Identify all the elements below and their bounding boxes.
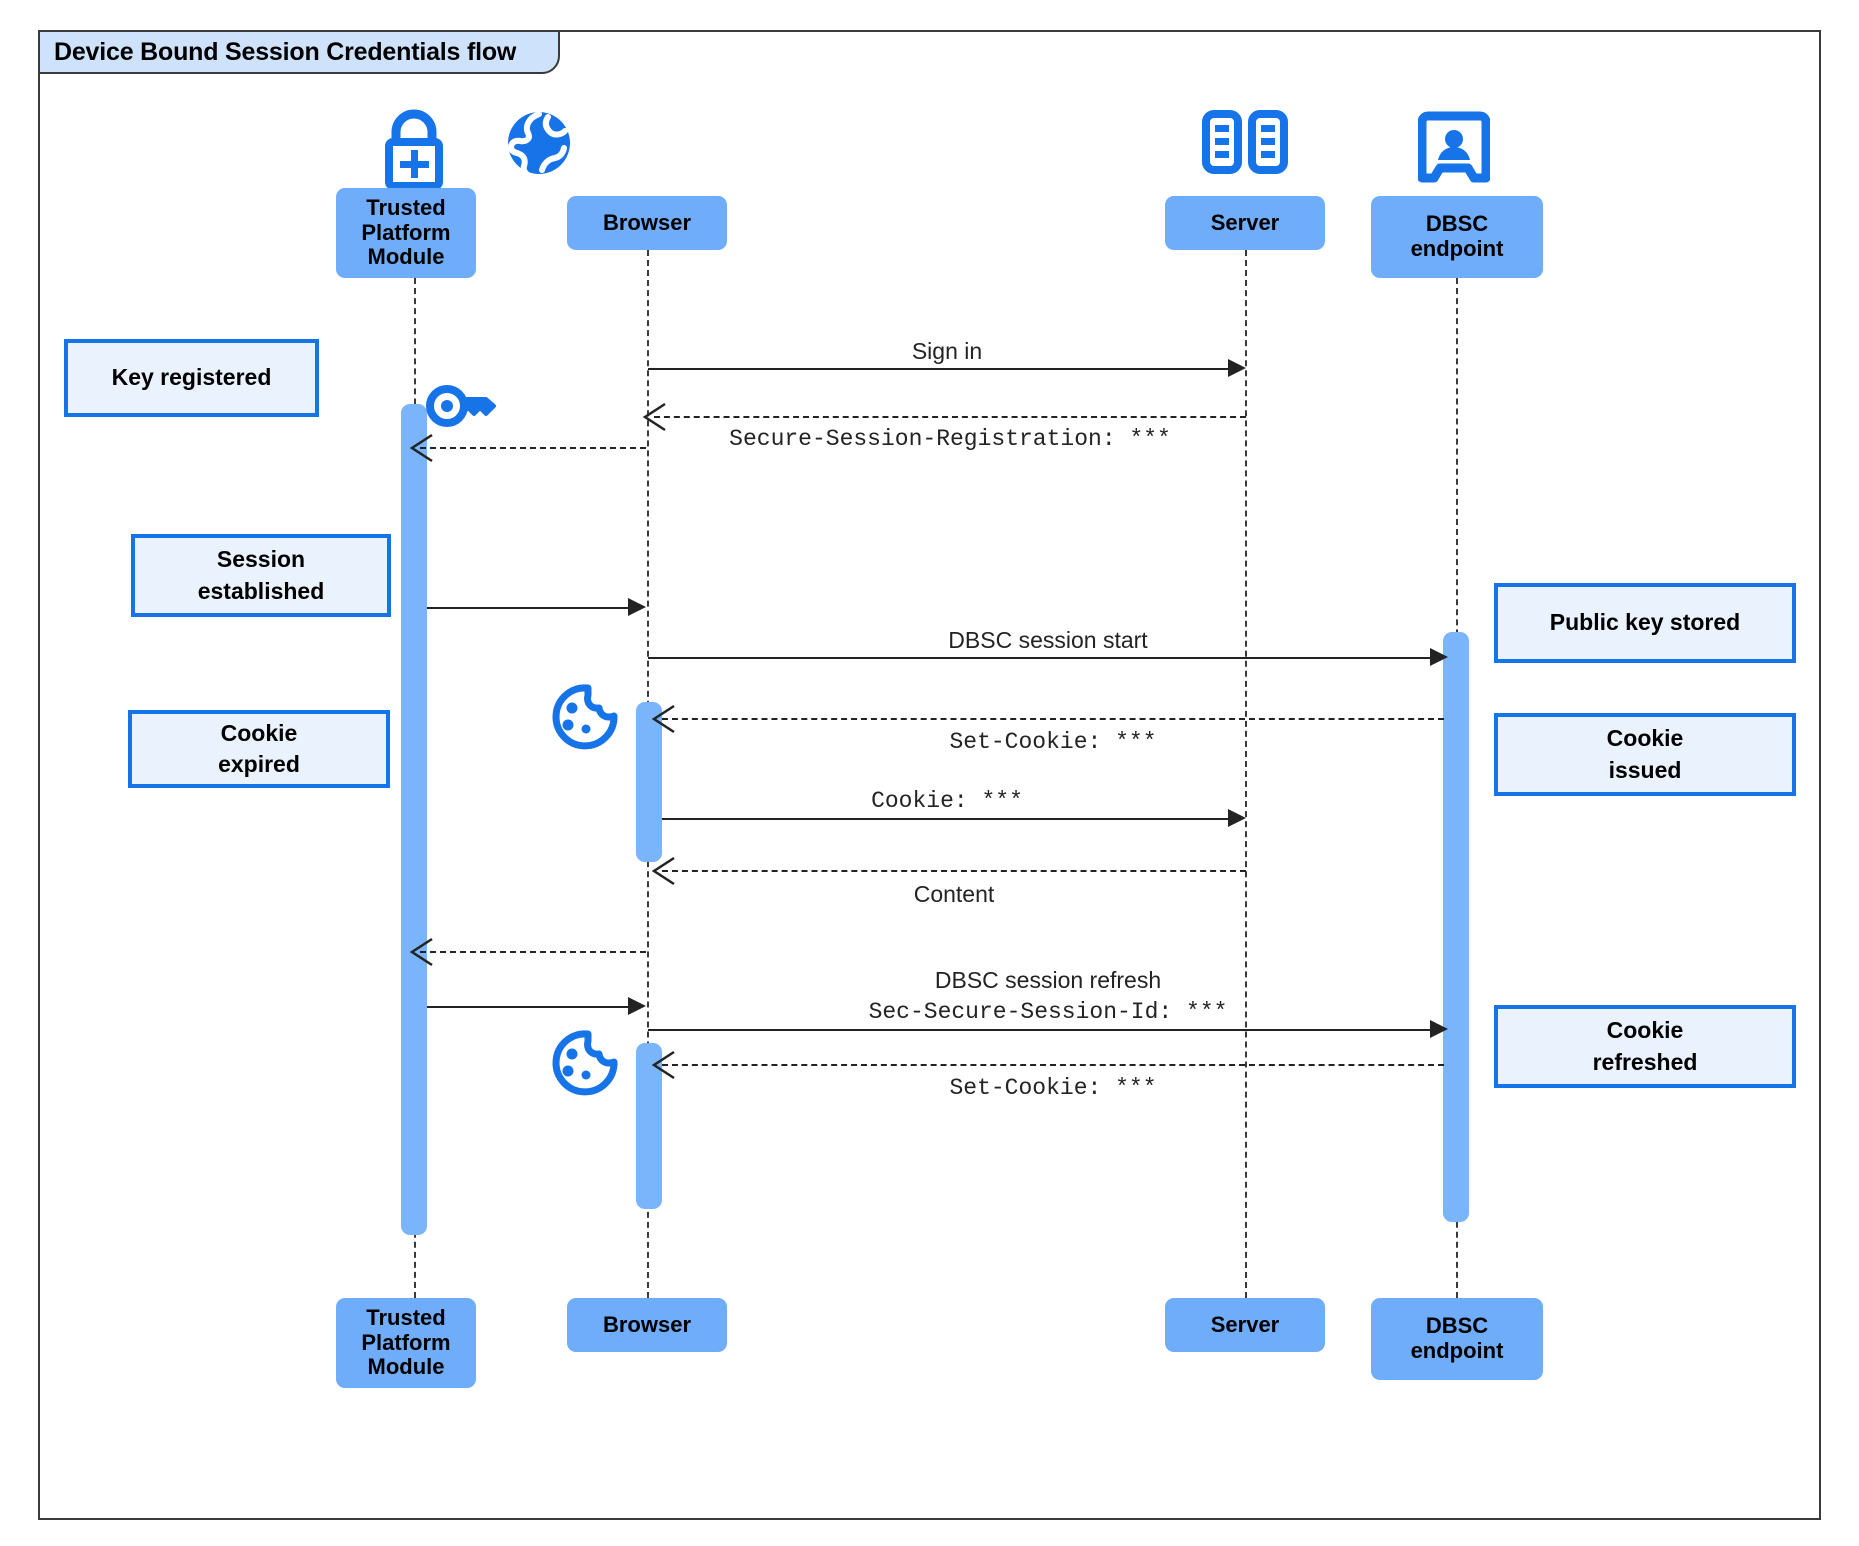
activation-dbsc — [1443, 632, 1469, 1222]
message-line-browser-to-tpm-1 — [420, 447, 646, 449]
message-arrowhead — [1228, 809, 1246, 827]
message-line-tpm-to-browser-1 — [427, 607, 631, 609]
message-arrowhead — [1430, 1020, 1448, 1038]
message-arrowhead — [628, 598, 646, 616]
lifeline-server — [1245, 250, 1247, 1298]
activation-browser-1 — [636, 702, 662, 862]
note-text: Cookie expired — [218, 719, 300, 777]
message-label-sign-in: Sign in — [911, 338, 983, 364]
note-text: Session established — [197, 546, 325, 604]
message-line-dbsc-session-start — [648, 657, 1433, 659]
participant-label: Browser — [602, 209, 692, 235]
cookie-icon — [548, 683, 618, 756]
message-arrowhead — [1228, 359, 1246, 377]
participant-tpm-top[interactable]: Trusted Platform Module — [336, 188, 476, 278]
message-line-cookie — [662, 818, 1230, 820]
participant-label: Trusted Platform Module — [361, 195, 451, 270]
note-cookie-issued: Cookie issued — [1494, 713, 1796, 796]
message-line-secure-session-registration — [654, 416, 1246, 418]
message-label-secure-session-registration: Secure-Session-Registration: *** — [729, 426, 1171, 452]
activation-browser-2 — [636, 1043, 662, 1209]
message-label-content: Content — [913, 881, 995, 907]
cookie-icon — [548, 1029, 618, 1102]
message-label-cookie: Cookie: *** — [871, 788, 1023, 814]
message-line-browser-to-tpm-2 — [420, 951, 646, 953]
note-key-registered: Key registered — [64, 339, 319, 417]
message-label-set-cookie-2: Set-Cookie: *** — [949, 1075, 1157, 1101]
globe-icon — [504, 108, 574, 183]
note-text: Cookie refreshed — [1592, 1017, 1698, 1075]
participant-label: Server — [1210, 209, 1280, 235]
note-session-established: Session established — [131, 534, 391, 617]
participant-label: DBSC endpoint — [1410, 1313, 1504, 1363]
participant-dbsc-top[interactable]: DBSC endpoint — [1371, 196, 1543, 278]
message-line-set-cookie-2 — [662, 1064, 1444, 1066]
message-line-dbsc-session-refresh — [648, 1029, 1433, 1031]
note-text: Cookie issued — [1606, 725, 1684, 783]
message-label-dbsc-session-refresh: DBSC session refresh — [934, 967, 1162, 993]
note-public-key-stored: Public key stored — [1494, 583, 1796, 663]
message-line-content — [662, 870, 1246, 872]
participant-browser-bottom[interactable]: Browser — [567, 1298, 727, 1352]
message-arrowhead — [628, 997, 646, 1015]
message-arrowhead — [1430, 648, 1448, 666]
participant-browser-top[interactable]: Browser — [567, 196, 727, 250]
participant-label: Browser — [602, 1311, 692, 1337]
participant-label: Trusted Platform Module — [361, 1305, 451, 1380]
id-badge-icon — [1417, 110, 1491, 191]
message-line-sign-in — [648, 368, 1230, 370]
participant-tpm-bottom[interactable]: Trusted Platform Module — [336, 1298, 476, 1388]
participant-server-bottom[interactable]: Server — [1165, 1298, 1325, 1352]
note-cookie-refreshed: Cookie refreshed — [1494, 1005, 1796, 1088]
frame-label: Device Bound Session Credentials flow — [38, 30, 561, 74]
note-cookie-expired: Cookie expired — [128, 710, 390, 788]
message-line-tpm-to-browser-2 — [427, 1006, 631, 1008]
message-line-set-cookie-1 — [662, 718, 1444, 720]
message-label-set-cookie-1: Set-Cookie: *** — [949, 729, 1157, 755]
participant-label: DBSC endpoint — [1410, 211, 1504, 261]
server-racks-icon — [1202, 110, 1288, 179]
participant-server-top[interactable]: Server — [1165, 196, 1325, 250]
message-label-dbsc-session-start: DBSC session start — [948, 627, 1148, 653]
participant-label: Server — [1210, 1311, 1280, 1337]
message-label-sec-secure-session-id: Sec-Secure-Session-Id: *** — [868, 999, 1228, 1025]
key-icon — [424, 381, 504, 436]
note-text: Key registered — [111, 364, 272, 391]
note-text: Public key stored — [1549, 609, 1741, 636]
participant-dbsc-bottom[interactable]: DBSC endpoint — [1371, 1298, 1543, 1380]
lock-plus-icon — [371, 108, 457, 195]
activation-tpm — [401, 404, 427, 1235]
